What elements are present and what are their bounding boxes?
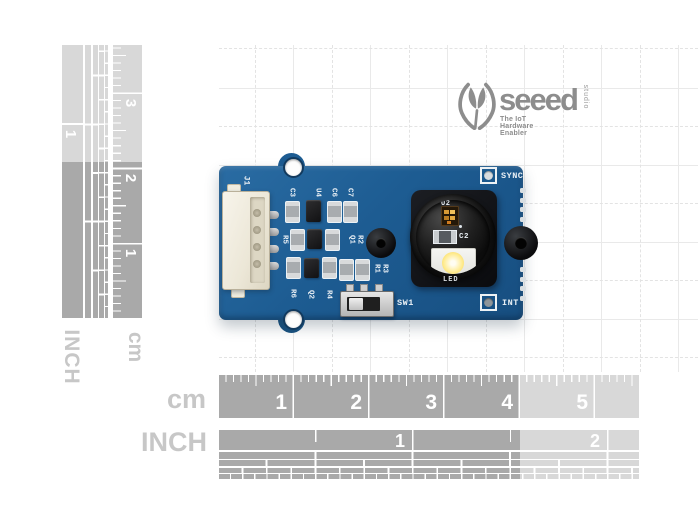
silkscreen-r6: R6	[289, 288, 297, 298]
ruler-bottom-cm-number: 1	[275, 391, 287, 414]
component-resistor	[322, 257, 337, 279]
silkscreen-sw1: SW1	[397, 298, 414, 308]
silkscreen-j1: J1	[241, 175, 251, 186]
ruler-bottom-cm-unit: cm	[166, 384, 206, 414]
mounting-hole-bottom	[283, 309, 304, 330]
ruler-left-cm-unit: cm	[124, 331, 147, 363]
ruler-bottom-cm-number: 4	[501, 391, 513, 414]
silkscreen-u4: U4	[314, 187, 322, 197]
connector-pin	[264, 228, 279, 236]
component-resistor	[355, 259, 370, 281]
connector-pin	[264, 211, 279, 219]
grove-connector	[222, 191, 270, 290]
mounting-hole-top	[283, 157, 304, 178]
silkscreen-c2: C2	[459, 232, 470, 241]
ruler-left-cm-number: 2	[122, 173, 140, 183]
component-ic-u4	[306, 200, 321, 222]
seeed-leaf-icon	[458, 82, 496, 130]
fiducial-dot	[459, 225, 462, 228]
silkscreen-r3: R3	[381, 263, 389, 273]
component-transistor	[307, 229, 322, 249]
ruler-bottom-fade	[520, 374, 640, 480]
silkscreen-r5: R5	[281, 234, 289, 244]
lens-cavity: U2 C2	[416, 200, 490, 274]
component-resistor	[290, 229, 305, 251]
silkscreen-q2: Q2	[307, 289, 315, 299]
component-resistor	[325, 229, 340, 251]
silkscreen-r4: R4	[325, 289, 333, 299]
connector-pin	[264, 245, 279, 253]
silkscreen-c3: C3	[288, 187, 296, 197]
ruler-bottom-inch-sixteenths	[219, 474, 639, 479]
component-capacitor	[285, 201, 300, 223]
silkscreen-c7: C7	[346, 187, 354, 197]
ruler-left-fade	[58, 45, 146, 162]
ruler-bottom-inch-number: 1	[394, 431, 405, 451]
sync-pad	[480, 167, 497, 184]
silkscreen-u2: U2	[441, 200, 451, 208]
int-pad	[480, 294, 497, 311]
component-c2	[433, 230, 457, 244]
ruler-bottom-inch-quarters	[219, 460, 639, 466]
ruler-bottom-inch-eighths	[219, 467, 639, 473]
ruler-bottom-inch-unit: INCH	[141, 427, 207, 457]
white-led	[431, 248, 476, 274]
silkscreen-led: LED	[443, 276, 459, 284]
logo-wordmark: seeed	[499, 82, 579, 117]
logo-studio-label: studio	[582, 84, 590, 110]
silkscreen-sync: SYNC	[501, 171, 524, 181]
slide-switch-sw1	[340, 291, 394, 317]
silkscreen-int: INT	[502, 298, 519, 308]
component-capacitor	[327, 201, 342, 223]
component-resistor	[286, 257, 301, 279]
connector-pin	[264, 262, 279, 270]
component-capacitor	[343, 201, 358, 223]
ruler-bottom-cm-number: 3	[425, 391, 437, 414]
component-resistor	[339, 259, 354, 281]
ruler-bottom-cm-number: 2	[350, 391, 362, 414]
ruler-left-cm-number: 1	[122, 248, 140, 258]
logo-tagline: The IoT Hardware Enabler	[500, 116, 534, 137]
ruler-bottom-inch-halves	[219, 452, 639, 459]
color-sensor-chip	[441, 206, 459, 226]
component-transistor	[304, 258, 319, 278]
silkscreen-r2: R2	[356, 234, 364, 244]
ruler-left-inch-unit: INCH	[60, 329, 83, 385]
silkscreen-c6: C6	[330, 187, 338, 197]
